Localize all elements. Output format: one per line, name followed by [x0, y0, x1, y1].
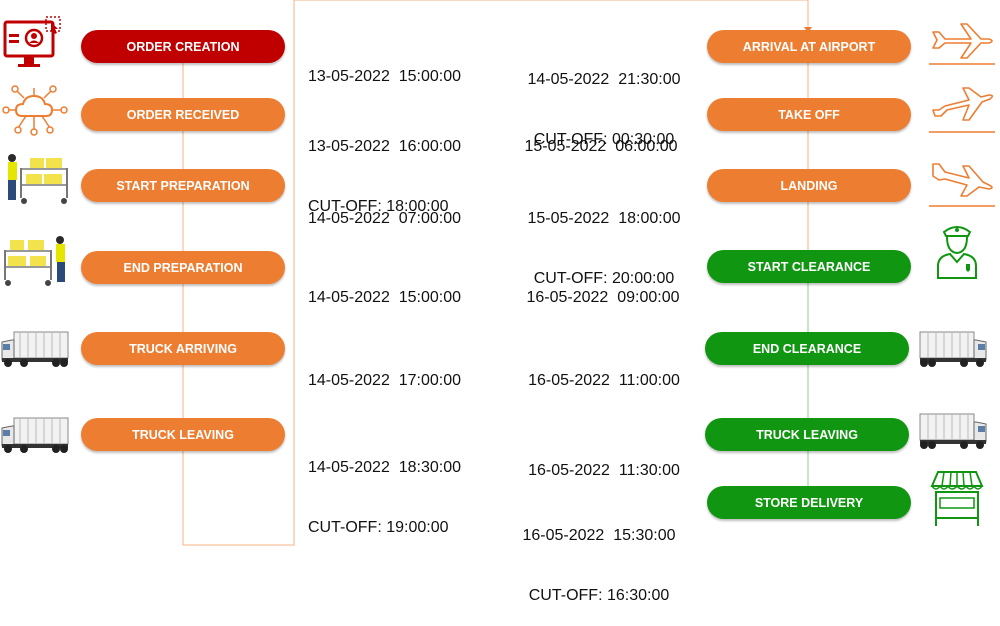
- time-truck-arriving: 14-05-2022 17:00:00: [308, 331, 461, 411]
- timestamp: 14-05-2022 15:00:00: [308, 289, 462, 306]
- timestamp: 16-05-2022 15:30:00: [522, 527, 676, 544]
- cutoff: CUT-OFF: 19:00:00: [308, 519, 449, 536]
- cutoff: CUT-OFF: 18:00:00: [308, 198, 449, 215]
- time-order-received: 13-05-2022 16:00:00 CUT-OFF: 18:00:00: [308, 97, 461, 237]
- truck-icon: [0, 404, 70, 464]
- time-start-preparation: 14-05-2022 07:00:00: [308, 169, 461, 249]
- time-take-off: 15-05-2022 06:00:00: [521, 97, 681, 177]
- truck-icon: [0, 318, 70, 378]
- step-arrival-at-airport: ARRIVAL AT AIRPORT: [707, 30, 911, 63]
- timestamp: 16-05-2022 11:00:00: [528, 372, 680, 389]
- time-start-clearance: 16-05-2022 09:00:00: [523, 248, 683, 328]
- timestamp: 14-05-2022 07:00:00: [308, 210, 462, 227]
- step-truck-leaving: TRUCK LEAVING: [81, 418, 285, 451]
- step-truck-leaving-right: TRUCK LEAVING: [705, 418, 909, 451]
- truck-icon: [918, 400, 988, 460]
- step-end-clearance: END CLEARANCE: [705, 332, 909, 365]
- cutoff: CUT-OFF: 16:30:00: [528, 587, 670, 604]
- truck-icon: [918, 318, 988, 378]
- time-landing: 15-05-2022 18:00:00 CUT-OFF: 20:00:00: [524, 169, 684, 309]
- cutoff: CUT-OFF: 20:00:00: [533, 270, 675, 287]
- timestamp: 15-05-2022 18:00:00: [527, 210, 681, 227]
- timestamp: 14-05-2022 18:30:00: [308, 459, 462, 476]
- step-start-preparation: START PREPARATION: [81, 169, 285, 202]
- step-order-creation: ORDER CREATION: [81, 30, 285, 63]
- airplane-icon: [927, 80, 997, 140]
- store-icon: [922, 468, 992, 528]
- step-truck-arriving: TRUCK ARRIVING: [81, 332, 285, 365]
- cutoff: CUT-OFF: 00:30:00: [533, 131, 675, 148]
- timestamp: 16-05-2022 09:00:00: [526, 289, 680, 306]
- cloud-network-icon: [2, 84, 72, 144]
- airplane-icon: [927, 150, 997, 210]
- timestamp: 16-05-2022 11:30:00: [528, 462, 680, 479]
- time-store-delivery: 16-05-2022 15:30:00 CUT-OFF: 16:30:00: [519, 486, 679, 626]
- left-connector-line: [182, 0, 809, 546]
- time-end-preparation: 14-05-2022 15:00:00: [308, 248, 461, 328]
- step-start-clearance: START CLEARANCE: [707, 250, 911, 283]
- step-store-delivery: STORE DELIVERY: [707, 486, 911, 519]
- worker-cart-icon: [2, 152, 72, 212]
- time-arrival-at-airport: 14-05-2022 21:30:00 CUT-OFF: 00:30:00: [524, 30, 684, 170]
- customs-officer-icon: [922, 220, 992, 280]
- timestamp: 14-05-2022 21:30:00: [527, 71, 681, 88]
- timestamp: 15-05-2022 06:00:00: [524, 138, 678, 155]
- worker-cart-icon: [2, 232, 72, 292]
- time-truck-leaving: 14-05-2022 18:30:00 CUT-OFF: 19:00:00: [308, 418, 461, 558]
- step-take-off: TAKE OFF: [707, 98, 911, 131]
- time-end-clearance: 16-05-2022 11:00:00: [524, 331, 684, 411]
- timestamp: 13-05-2022 15:00:00: [308, 68, 462, 85]
- computer-user-icon: [2, 14, 72, 74]
- timestamp: 13-05-2022 16:00:00: [308, 138, 462, 155]
- step-order-received: ORDER RECEIVED: [81, 98, 285, 131]
- step-landing: LANDING: [707, 169, 911, 202]
- step-end-preparation: END PREPARATION: [81, 251, 285, 284]
- time-truck-leaving-right: 16-05-2022 11:30:00: [524, 421, 684, 501]
- time-order-creation: 13-05-2022 15:00:00: [308, 27, 461, 107]
- timestamp: 14-05-2022 17:00:00: [308, 372, 462, 389]
- airplane-icon: [927, 12, 997, 72]
